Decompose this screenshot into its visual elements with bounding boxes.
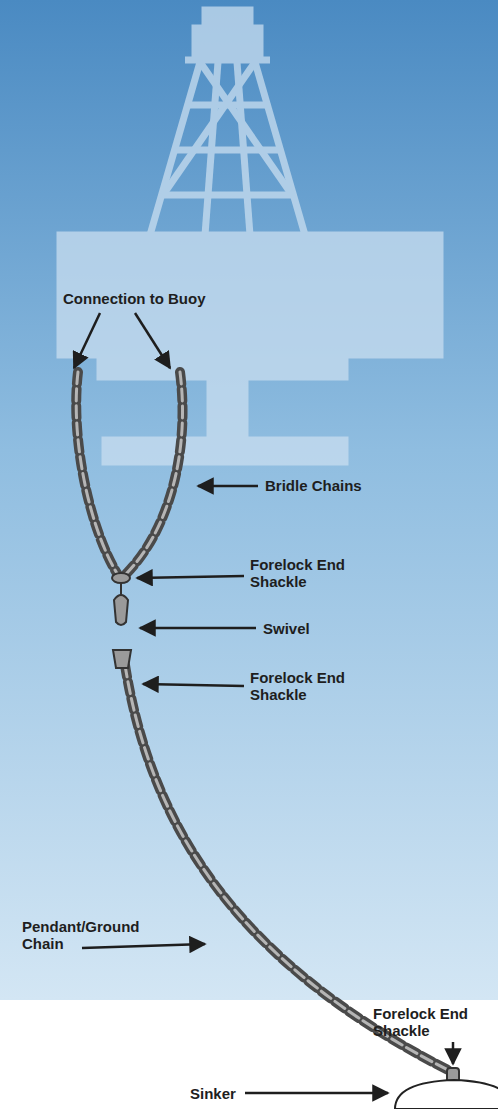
shackle-label: Forelock End Shackle [250, 669, 370, 703]
swivel [114, 595, 128, 625]
water-background [0, 0, 498, 1000]
swivel-label: Swivel [263, 620, 413, 637]
shackle-label: Forelock End Shackle [250, 556, 370, 590]
chain [76, 372, 452, 1072]
bridle-label: Bridle Chains [265, 477, 465, 494]
chain-label: Pendant/Ground Chain [22, 918, 162, 952]
leader-arrows [74, 313, 453, 1093]
connection-label: Connection to Buoy [63, 290, 263, 307]
shackle [113, 650, 131, 668]
sinker [395, 1080, 498, 1109]
sinker-label: Sinker [190, 1085, 290, 1102]
shackle [112, 573, 130, 583]
shackle-label: Forelock End Shackle [373, 1005, 491, 1039]
buoy-silhouette [60, 10, 440, 462]
